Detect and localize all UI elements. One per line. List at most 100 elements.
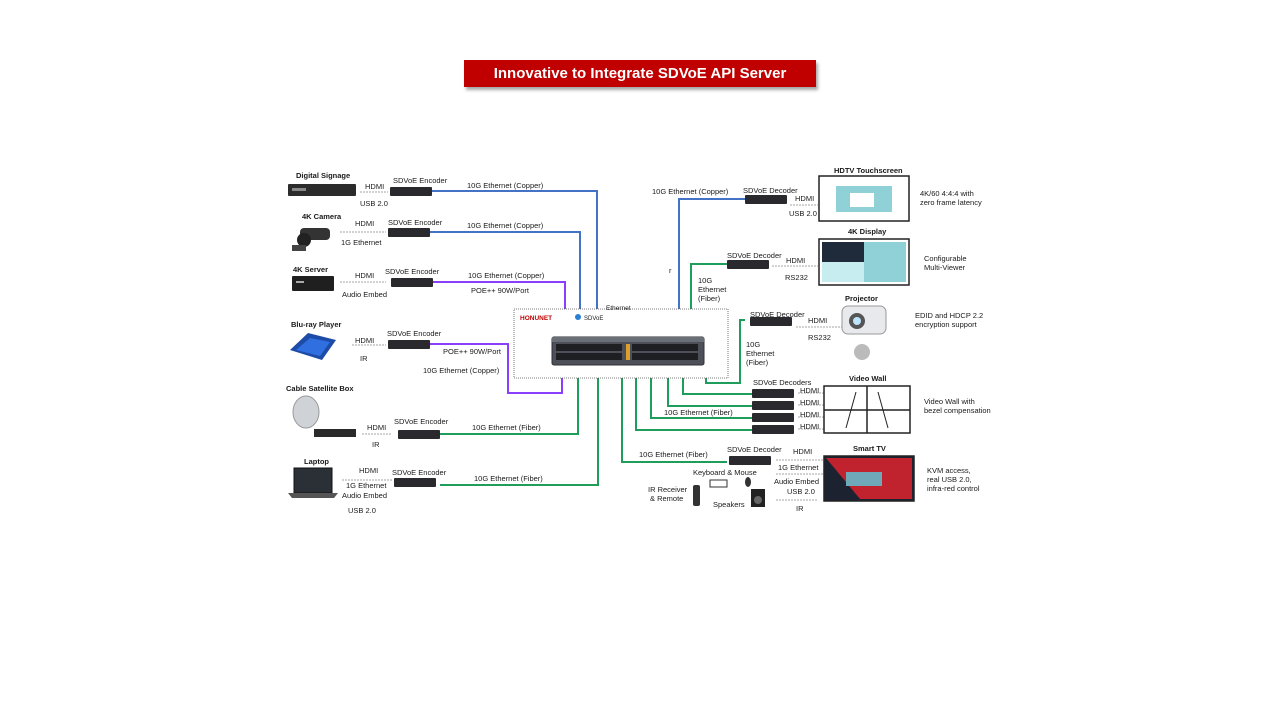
line-signage [432,190,598,312]
port-bluray-hdmi: HDMI [355,336,374,345]
label-display4k: 4K Display [848,227,887,236]
line-bluray [430,343,563,394]
line-smarttv [621,378,727,463]
label-satellite: Cable Satellite Box [286,384,354,393]
title-banner: Innovative to Integrate SDVoE API Server [464,60,816,87]
note-smarttv-3: infra-red control [927,484,980,493]
port-satellite-hdmi: HDMI [367,423,386,432]
decoder-boxes [727,195,794,465]
port-touchscreen-usb: USB 2.0 [789,209,817,218]
display4k-icon [818,238,910,286]
link-display4k-2: Ethernet [698,285,727,294]
decoder-touchscreen: SDVoE Decoder [743,186,798,195]
port-leaders [340,191,842,501]
smarttv-icon [823,455,915,502]
link-projector-1: 10G [746,340,760,349]
videowall-icon [823,385,911,434]
label-ir-1: IR Receiver [648,485,688,494]
label-camera: 4K Camera [302,212,342,221]
link-display4k-1: 10G [698,276,712,285]
decoder-smarttv: SDVoE Decoder [727,445,782,454]
line-laptop [440,378,599,486]
port-projector-hdmi: HDMI [808,316,827,325]
port-wall-1: HDMI [800,386,819,395]
port-server-hdmi: HDMI [355,271,374,280]
label-videowall: Video Wall [849,374,887,383]
port-camera-eth: 1G Ethernet [341,238,382,247]
encoder-server: SDVoE Encoder [385,267,440,276]
port-wall-4: HDMI [800,422,819,431]
port-display4k-rs232: RS232 [785,273,808,282]
port-touchscreen-hdmi: HDMI [795,194,814,203]
link-server: 10G Ethernet (Copper) [468,271,545,280]
link-bluray: 10G Ethernet (Copper) [423,366,500,375]
port-camera-hdmi: HDMI [355,219,374,228]
label-server: 4K Server [293,265,328,274]
link-camera: 10G Ethernet (Copper) [467,221,544,230]
r-mark: r [669,266,672,275]
port-projector-rs232: RS232 [808,333,831,342]
label-bluray: Blu-ray Player [291,320,342,329]
touchscreen-icon [818,175,910,222]
label-keyboard: Keyboard & Mouse [693,468,757,477]
label-touchscreen: HDTV Touchscreen [834,166,903,175]
server-icon [292,276,334,291]
decoder-display4k: SDVoE Decoder [727,251,782,260]
note-display4k-1: Configurable [924,254,967,263]
decoder-projector: SDVoE Decoder [750,310,805,319]
link-projector-3: (Fiber) [746,358,769,367]
bluray-icon [290,333,336,360]
link-touchscreen: 10G Ethernet (Copper) [652,187,729,196]
link-laptop: 10G Ethernet (Fiber) [474,474,543,483]
line-display [690,263,727,312]
line-wall4 [635,378,752,431]
remote-icon [693,485,700,506]
link-satellite: 10G Ethernet (Fiber) [472,423,541,432]
note-display4k-2: Multi-Viewer [924,263,966,272]
line-wall1 [682,378,752,395]
line-wall3 [650,378,752,419]
line-server [433,281,566,312]
keyboard-icon [709,479,728,488]
decoder-videowall: SDVoE Decoders [753,378,812,387]
switch-logo-text: SDVoE [584,316,603,322]
encoder-laptop: SDVoE Encoder [392,468,447,477]
label-digital-signage: Digital Signage [296,171,350,180]
note-videowall-1: Video Wall with [924,397,975,406]
title-text: Innovative to Integrate SDVoE API Server [493,65,787,82]
projector-icon [841,305,887,360]
port-wall-2: HDMI [800,398,819,407]
note-touchscreen-2: zero frame latency [920,198,982,207]
note-videowall-2: bezel compensation [924,406,991,415]
note-touchscreen-1: 4K/60 4:4:4 with [920,189,974,198]
port-laptop-eth: 1G Ethernet [346,481,387,490]
encoder-camera: SDVoE Encoder [388,218,443,227]
switch-brand: HONUNET [520,315,552,322]
port-tv-eth: 1G Ethernet [778,463,819,472]
connection-lines [430,190,752,486]
port-wall-3: HDMI [800,410,819,419]
port-signage-hdmi: HDMI [365,182,384,191]
note-projector-2: encryption support [915,320,978,329]
link-videowall: 10G Ethernet (Fiber) [664,408,733,417]
network-switch: HONUNET SDVoE Ethernet [513,305,729,379]
satellite-icon [292,395,356,437]
encoder-signage: SDVoE Encoder [393,176,448,185]
camera-icon [292,228,330,251]
port-laptop-usb: USB 2.0 [348,506,376,515]
link-display4k-3: (Fiber) [698,294,721,303]
port-tv-ir: IR [796,504,804,513]
switch-port-label: Ethernet [606,305,631,312]
link-signage: 10G Ethernet (Copper) [467,181,544,190]
labels: Digital Signage HDMI USB 2.0 SDVoE Encod… [286,166,991,515]
port-tv-hdmi: HDMI [793,447,812,456]
encoder-satellite: SDVoE Encoder [394,417,449,426]
line-satellite [440,378,579,435]
port-laptop-hdmi: HDMI [359,466,378,475]
note-projector-1: EDID and HDCP 2.2 [915,311,983,320]
digital-signage-icon [288,184,356,196]
line-wall2 [667,378,752,407]
line-camera [430,231,581,312]
encoder-boxes [388,187,440,487]
